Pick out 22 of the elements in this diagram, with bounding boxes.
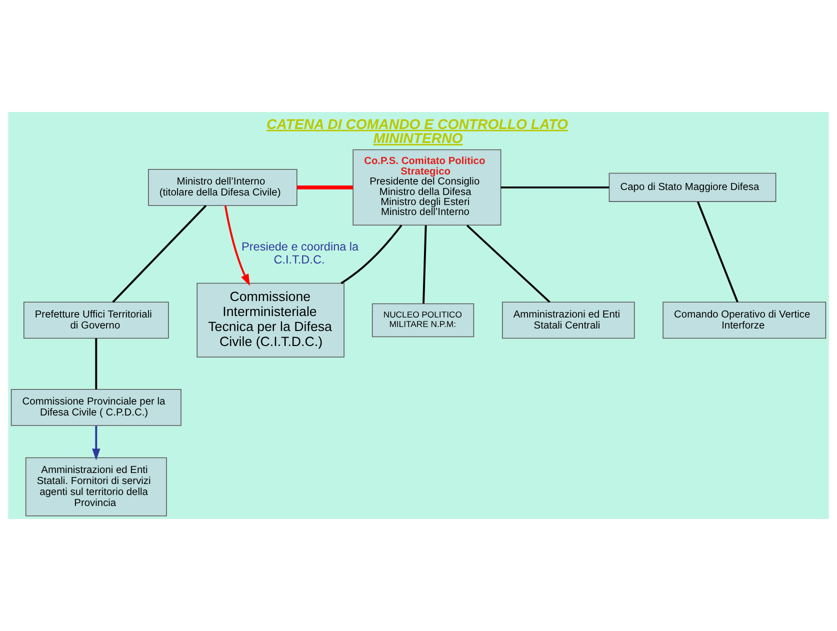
node-box: Co.P.S. Comitato Politico Strategico Presidente del Consiglio Ministro della Difesa Ministro degli Esteri Ministro dell’Interno bbox=[352, 149, 502, 226]
connector bbox=[696, 201, 738, 302]
node-box: Ministro dell’Interno (titolare della Difesa Civile) bbox=[148, 168, 298, 206]
connector bbox=[95, 338, 98, 390]
connector bbox=[340, 224, 402, 284]
node-box: NUCLEO POLITICO MILITARE N.P.M: bbox=[372, 303, 474, 338]
edge-label: Presiede e coordina la C.I.T.D.C. bbox=[242, 240, 359, 267]
node-box: Comando Operativo di Vertice Interforze bbox=[662, 302, 826, 339]
connector bbox=[112, 204, 207, 303]
connector bbox=[466, 224, 550, 303]
diagram-title: CATENA DI COMANDO E CONTROLLO LATO MININTERNO bbox=[266, 116, 568, 146]
node-box: Amministrazioni ed Enti Statali Centrali bbox=[502, 302, 635, 339]
node-box: Commissione Interministeriale Tecnica per la Difesa Civile (C.I.T.D.C.) bbox=[196, 282, 344, 358]
arrow bbox=[92, 426, 100, 460]
arrow bbox=[224, 205, 250, 286]
connector bbox=[500, 186, 610, 188]
connector bbox=[297, 185, 353, 190]
connector bbox=[422, 225, 427, 304]
node-box: Commissione Provinciale per la Difesa Civile ( C.P.D.C.) bbox=[10, 388, 182, 426]
node-box: Prefetture Uffici Territoriali di Governo bbox=[23, 302, 169, 339]
node-box: Capo di Stato Maggiore Difesa bbox=[608, 172, 776, 202]
node-box: Amministrazioni ed Enti Statali. Fornitori di servizi agenti sul territorio della Provincia bbox=[25, 457, 167, 516]
